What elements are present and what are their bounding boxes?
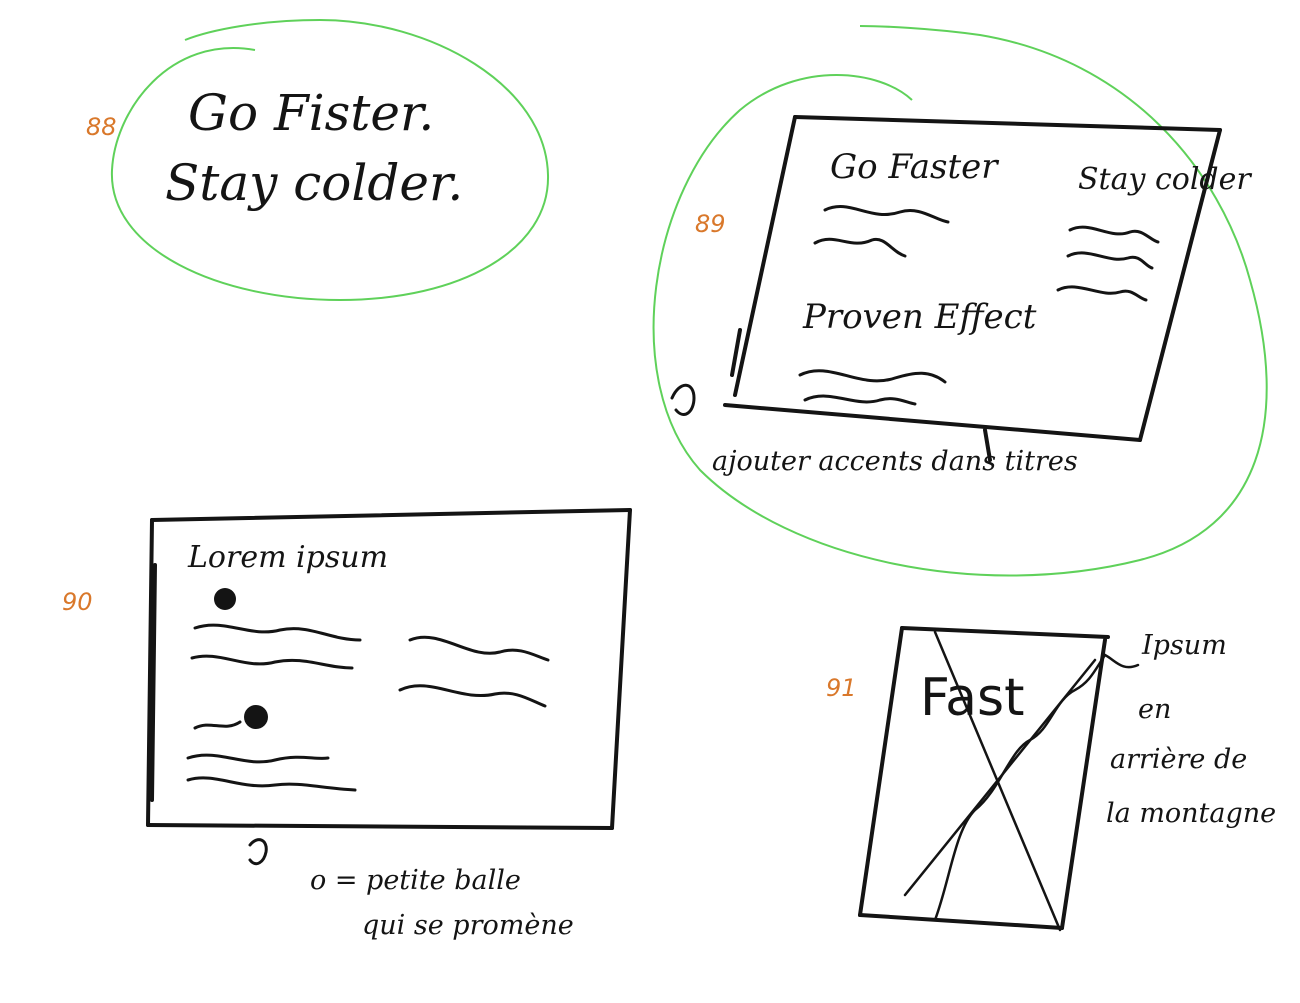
sketch-number-90: 90 bbox=[62, 588, 93, 616]
sketch-91-word: Fast bbox=[920, 668, 1025, 728]
sketch-91-note-line4: la montagne bbox=[1106, 798, 1277, 829]
text-lines-89 bbox=[670, 205, 1160, 416]
sketch-89-title-right: Stay colder bbox=[1078, 162, 1251, 197]
sketch-number-91: 91 bbox=[826, 674, 857, 702]
mountain-91 bbox=[903, 630, 1140, 932]
frame-90 bbox=[146, 508, 632, 830]
sketch-number-89: 89 bbox=[695, 210, 726, 238]
sketch-89-note: ajouter accents dans titres bbox=[712, 446, 1078, 477]
sketch-91-note-line1: Ipsum bbox=[1142, 630, 1227, 661]
sketch-90-note-line1: o = petite balle bbox=[310, 865, 521, 896]
sketch-90-heading: Lorem ipsum bbox=[188, 540, 389, 575]
circle-89 bbox=[652, 25, 1268, 577]
frame-89 bbox=[723, 115, 1222, 462]
text-lines-90 bbox=[186, 623, 550, 866]
circle-88 bbox=[110, 18, 550, 302]
sketch-number-88: 88 bbox=[86, 113, 117, 141]
sketch-88-line2: Stay colder. bbox=[165, 154, 464, 212]
sketch-90-note-line2: qui se promène bbox=[362, 910, 574, 941]
frame-91 bbox=[858, 626, 1110, 930]
ball-dot-1 bbox=[214, 588, 236, 610]
sketch-91-note-line2: en bbox=[1138, 694, 1172, 725]
sketch-88-line1: Go Fister. bbox=[188, 84, 435, 142]
sketch-89-title-left: Go Faster bbox=[830, 147, 998, 187]
ball-dot-2 bbox=[244, 705, 268, 729]
sketch-89-section-title: Proven Effect bbox=[803, 297, 1037, 337]
sketch-91-note-line3: arrière de bbox=[1110, 744, 1248, 775]
